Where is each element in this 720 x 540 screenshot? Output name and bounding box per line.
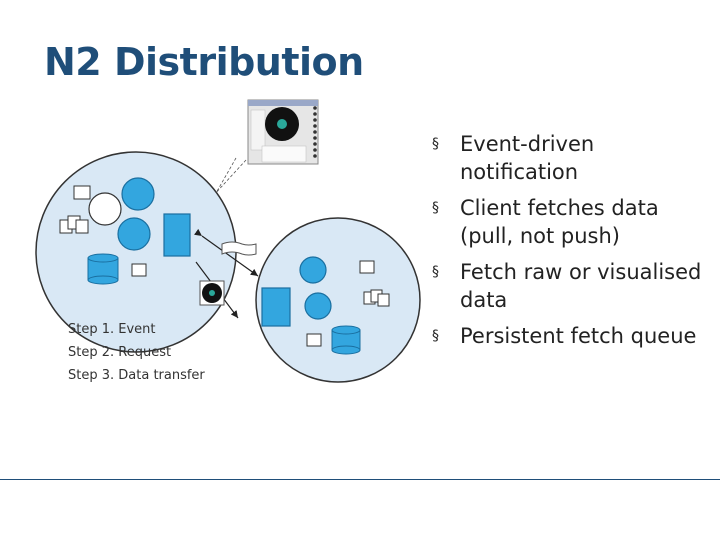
bullet-item: §Event-driven notification bbox=[432, 132, 595, 184]
node-blue bbox=[121, 177, 155, 211]
server-icon bbox=[73, 185, 91, 200]
event-display-screenshot bbox=[247, 99, 319, 165]
server-icon bbox=[359, 260, 375, 274]
bullet-item: §Fetch raw or visualised data bbox=[432, 260, 702, 312]
node-white bbox=[88, 192, 122, 226]
notification-flag bbox=[221, 241, 257, 256]
step-2: Step 2. Request bbox=[68, 345, 172, 360]
twin-server-icon bbox=[59, 215, 89, 234]
server-icon bbox=[306, 333, 322, 347]
bullet-item: §Client fetches data (pull, not push) bbox=[432, 196, 659, 248]
processor-block bbox=[261, 287, 291, 327]
step-3: Step 3. Data transfer bbox=[68, 368, 205, 383]
right-cluster bbox=[255, 217, 421, 383]
request-arrow bbox=[194, 228, 259, 277]
step-1: Step 1. Event bbox=[68, 322, 156, 337]
page-title: N2 Distribution bbox=[44, 40, 364, 84]
node-blue bbox=[117, 217, 151, 251]
node-blue bbox=[304, 292, 332, 320]
distribution-diagram bbox=[35, 99, 421, 383]
bullet-item: §Persistent fetch queue bbox=[432, 324, 697, 348]
database-icon bbox=[331, 325, 361, 355]
step-list: Step 1. Event Step 2. Request Step 3. Da… bbox=[68, 318, 205, 387]
twin-server-icon bbox=[363, 289, 390, 307]
bullet-marker: § bbox=[432, 264, 439, 280]
feature-bullets: §Event-driven notification §Client fetch… bbox=[432, 130, 712, 358]
node-blue bbox=[299, 256, 327, 284]
bullet-marker: § bbox=[432, 200, 439, 216]
event-display-thumbnail bbox=[199, 280, 225, 306]
footer-divider bbox=[0, 479, 720, 480]
left-cluster bbox=[35, 151, 237, 353]
connector-line bbox=[201, 159, 247, 209]
server-icon bbox=[131, 263, 147, 277]
database-icon bbox=[87, 253, 119, 285]
processor-block bbox=[163, 213, 191, 257]
bullet-marker: § bbox=[432, 136, 439, 152]
bullet-marker: § bbox=[432, 328, 439, 344]
